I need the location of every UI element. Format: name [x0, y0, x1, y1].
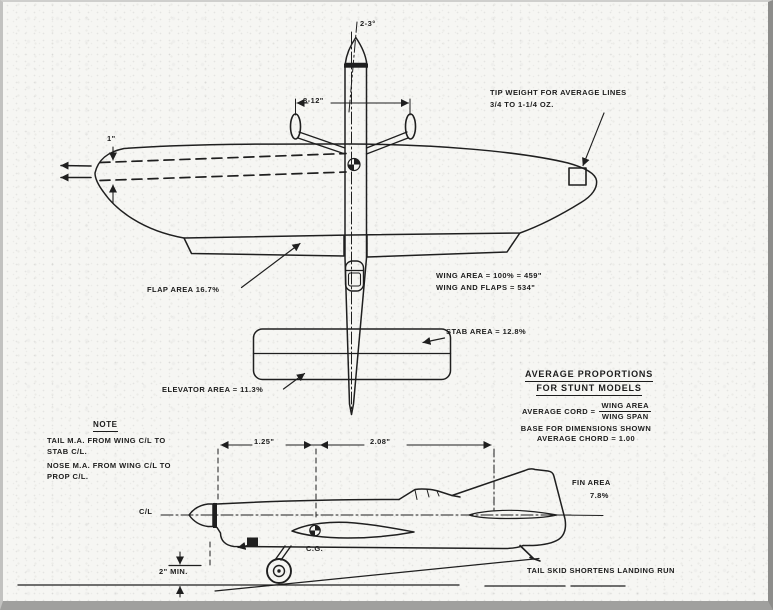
thrust-offset-label: 2-3°: [360, 19, 376, 28]
elevator-area-leader: [284, 374, 305, 390]
side-view: [18, 441, 625, 597]
tail-skid-note: TAIL SKID SHORTENS LANDING RUN: [527, 566, 675, 575]
right-wheel-top-view: [406, 114, 416, 139]
wing-airfoil-section: [292, 522, 414, 538]
note-line1: TAIL M.A. FROM WING C/L TO: [47, 436, 166, 445]
tip-weight-note-line2: 3/4 TO 1-1/4 OZ.: [490, 100, 554, 109]
stab-area-leader: [423, 337, 445, 345]
canopy-panel-lines: [415, 490, 439, 500]
wheel-hub: [274, 566, 285, 577]
gear-span-label: 8-12": [303, 96, 324, 105]
tip-weight-leader: [582, 113, 604, 166]
chord-formula: AVERAGE CORD = WING AREA WING SPAN: [522, 401, 651, 422]
rotated-ground-line: [215, 559, 539, 592]
left-wheel-top-view: [291, 114, 301, 139]
leadout-line-upper: [100, 154, 346, 163]
fuselage-sides: [345, 65, 367, 415]
right-gear-leg: [367, 132, 409, 154]
gear-leg-side: [275, 546, 291, 560]
cg-quadrants-side: [309, 525, 321, 536]
fin-area-line1: FIN AREA: [572, 478, 611, 487]
proportions-title-line1-wrap: AVERAGE PROPORTIONS: [520, 369, 658, 383]
wheel-outer: [267, 559, 291, 583]
fin-outline: [452, 469, 566, 546]
centerline-label: C/L: [139, 507, 153, 516]
cg-symbol-side-view: [310, 525, 320, 535]
right-flap: [367, 234, 520, 258]
top-view: [61, 22, 604, 415]
tip-weight-note-line1: TIP WEIGHT FOR AVERAGE LINES: [490, 88, 627, 97]
note-title-wrap: NOTE: [93, 420, 118, 433]
note-line3: NOSE M.A. FROM WING C/L TO: [47, 461, 171, 470]
wing-area-line2: WING AND FLAPS = 534": [436, 283, 536, 292]
vent-detail: [247, 537, 258, 547]
wheel-axle: [277, 569, 281, 573]
flap-area-label: FLAP AREA 16.7%: [147, 285, 220, 294]
note-line4: PROP C/L.: [47, 472, 89, 481]
left-flap: [184, 235, 344, 256]
left-gear-leg: [298, 132, 345, 154]
stab-outline: [254, 329, 451, 380]
nose-moment-label: 1.25": [254, 437, 275, 446]
canopy-side-view: [399, 489, 460, 500]
wing-outline: [95, 144, 597, 238]
base-dimensions-line2: AVERAGE CHORD = 1.00: [536, 434, 636, 443]
fuselage-top-line: [217, 500, 399, 505]
proportions-title-line2-wrap: FOR STUNT MODELS: [520, 383, 658, 397]
flap-area-leader: [242, 244, 301, 288]
formula-fraction: WING AREA WING SPAN: [599, 401, 651, 422]
ground-clearance-label: 2" MIN.: [159, 567, 188, 576]
elevator-area-label: ELEVATOR AREA = 11.3%: [162, 385, 264, 394]
vent-arrow: [238, 542, 250, 550]
formula-prefix: AVERAGE CORD =: [522, 406, 596, 416]
stab-area-label: STAB AREA = 12.8%: [446, 327, 527, 336]
firewall-side: [213, 503, 217, 528]
fuselage-bottom-line: [217, 528, 523, 549]
firewall-bar: [344, 63, 368, 68]
cg-label: C.G.: [306, 544, 324, 553]
stab-airfoil-section: [469, 510, 557, 518]
tip-spacing-label: 1": [107, 134, 116, 143]
formula-numerator: WING AREA: [599, 401, 651, 413]
tip-weight-box: [569, 168, 586, 185]
proportions-title-line1: AVERAGE PROPORTIONS: [524, 369, 654, 383]
cockpit-opening: [349, 273, 361, 286]
cg-quadrants: [348, 158, 360, 171]
proportions-title-line2: FOR STUNT MODELS: [536, 383, 642, 397]
formula-denominator: WING SPAN: [601, 412, 649, 422]
stab-tip-line: [557, 515, 603, 516]
stunt-model-plan-drawing: [3, 2, 773, 610]
fin-area-line2: 7.8%: [590, 491, 609, 500]
base-dimensions-line1: BASE FOR DIMENSIONS SHOWN: [520, 424, 652, 433]
leadout-exit-upper: [61, 161, 91, 170]
wing-area-line1: WING AREA = 100% = 459": [436, 271, 542, 280]
note-line2: STAB C/L.: [47, 447, 88, 456]
canopy-top-view: [346, 261, 364, 291]
cg-symbol-top-view: [348, 159, 360, 171]
leadout-line-lower: [100, 172, 346, 181]
spinner-top-view: [345, 38, 366, 64]
tail-moment-label: 2.08": [370, 437, 391, 446]
note-title: NOTE: [93, 420, 118, 433]
